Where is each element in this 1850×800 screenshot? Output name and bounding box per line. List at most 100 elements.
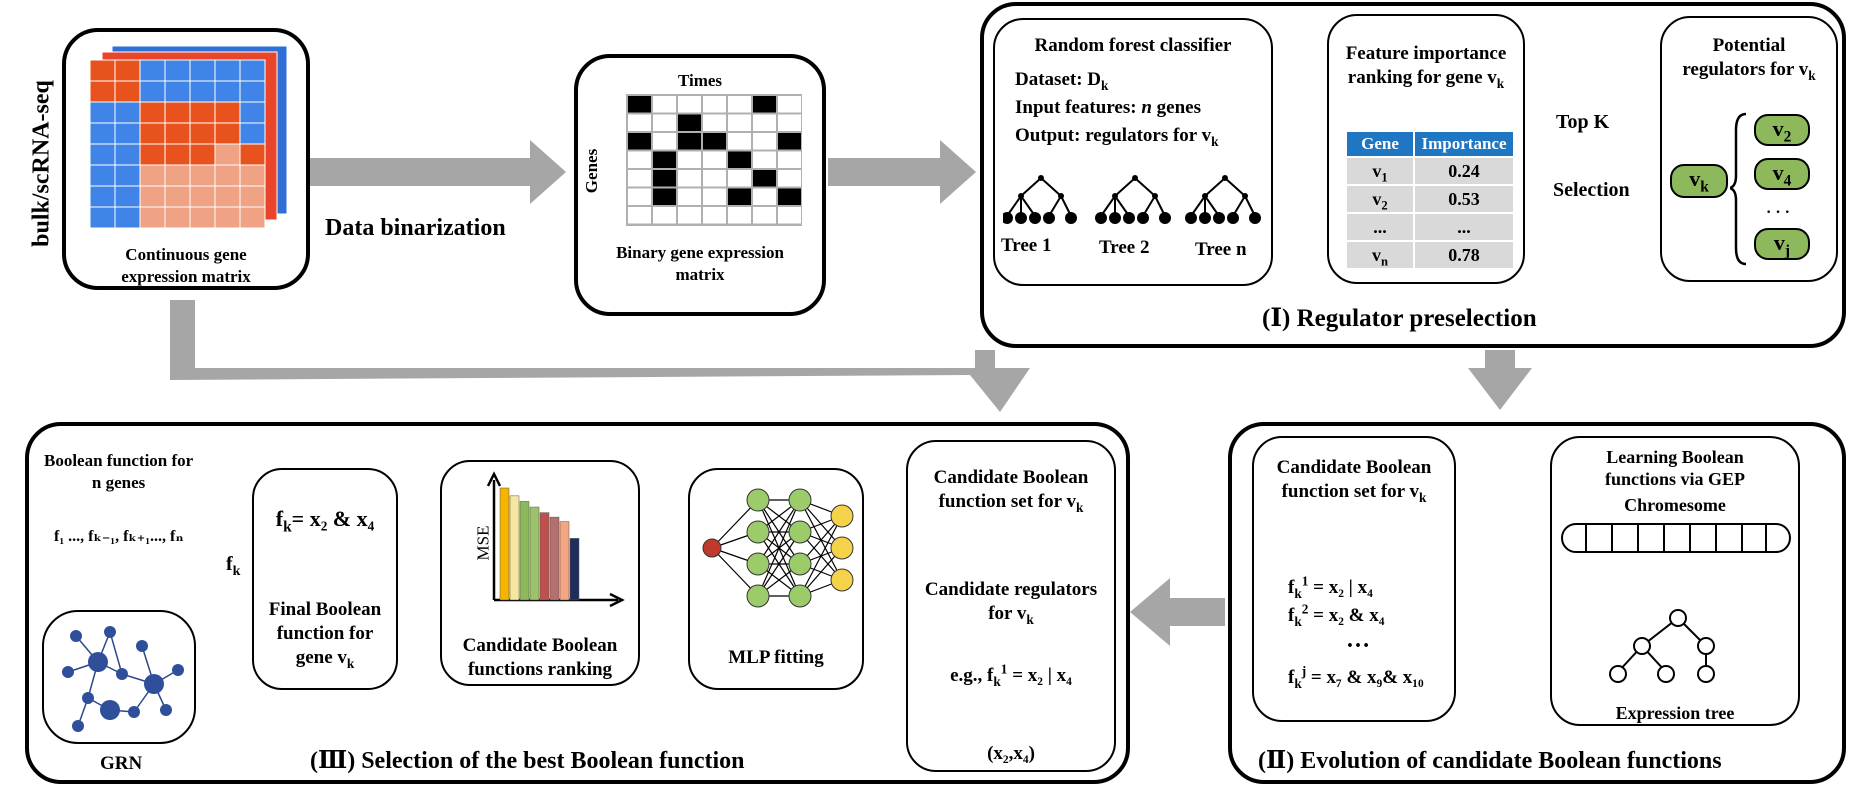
tree-node [1159,212,1171,224]
arrow-to-rf [828,140,976,204]
tree-edge [1114,177,1136,197]
tree-edge [1204,177,1226,197]
grn-box [42,610,196,744]
heatmap-cell [114,101,141,124]
heatmap-cell [114,59,141,82]
mlp-box: MLP fitting [688,468,864,690]
arrow-to-panel2 [1468,350,1532,410]
heatmap-cell [189,122,216,145]
binary-cell [701,205,728,226]
data-source-label: bulk/scRNA-seq [28,80,55,247]
heatmap-cell [214,164,241,187]
heatmap-cell [89,143,116,166]
mlp-edge [757,499,801,597]
rf-inputs: Input features: n genes [1015,97,1201,118]
tree-node [1242,193,1248,199]
mlp-edge [757,499,801,565]
binary-cell [676,186,703,207]
grn-network [62,626,184,732]
heatmap-cell [214,143,241,166]
tree-edge [1040,177,1062,197]
heatmap-cell [164,164,191,187]
heatmap-cell [214,185,241,208]
heatmap-cell [114,122,141,145]
mlp-neuron [830,568,854,592]
binary-cell [701,168,728,189]
potential-regulators-box: Potential regulators for vk vk v2 v4 · ·… [1660,16,1838,282]
mlp-edge [757,531,801,597]
tree-node [1043,212,1055,224]
heatmap-cell [139,101,166,124]
arrow-panel2-to-3 [1130,578,1225,646]
binary-cell [751,149,778,170]
heatmap-cell [214,80,241,103]
col-importance: Importance [1413,132,1513,156]
binary-cell [676,149,703,170]
mlp-neuron [830,536,854,560]
gene-function-list: f₁ ..., fₖ₋₁, fₖ₊₁..., fₙ [54,528,184,545]
grn-node [88,652,108,672]
tree-n-label: Tree n [1195,239,1247,260]
grn-node [82,692,94,704]
heatmap-cell [239,80,266,103]
final-caption: Final Boolean function for gene vk [268,599,382,671]
heatmap-cell [189,185,216,208]
grn-node [116,668,128,680]
tree-node [1137,212,1149,224]
tree-node [1095,212,1107,224]
p3-example: e.g., fk1 = x₂ | x₄ [950,661,1072,689]
mlp-neuron [788,584,812,608]
binary-cell [726,149,753,170]
decision-trees [1003,175,1261,224]
binary-cell [626,168,653,189]
regulator-brace [1730,112,1747,266]
binary-grid [626,94,802,226]
grn-node [72,720,84,732]
heatmap-cell [214,101,241,124]
heatmap-cell [214,122,241,145]
heatmap-cell [114,185,141,208]
mlp-neuron [746,552,770,576]
binary-cell [651,186,678,207]
tree-node [1202,193,1208,199]
rf-output: Output: regulators for vk [1015,125,1219,149]
heatmap-cell [139,164,166,187]
tree-node [1029,212,1041,224]
heatmap-cell [139,122,166,145]
p3-candidate-regs: Candidate regulators for vk [924,579,1098,627]
candidate-fj: fkj = x₇ & x₉& x₁₀ [1288,663,1424,691]
chromosome-label: Chromesome [1624,495,1726,515]
rf-dataset: Dataset: Dk [1015,69,1109,93]
heatmap-cell [164,80,191,103]
tree-node [1058,193,1064,199]
binary-cell [676,205,703,226]
binary-cell [651,168,678,189]
tree-edge [1224,177,1246,197]
bar [499,487,510,601]
heatmap-cell [164,122,191,145]
heatmap-cell [189,143,216,166]
heatmap-cell [89,101,116,124]
grn-node [128,706,140,718]
binary-cell [751,168,778,189]
heatmap-cell [114,164,141,187]
heatmap-cell [164,206,191,229]
heatmap-cell [89,122,116,145]
binary-cell [701,112,728,133]
node-vk: vk [1670,164,1728,198]
heatmap-cell [189,206,216,229]
heatmap-cell [239,185,266,208]
heatmap-cell [89,185,116,208]
heatmap-cell [189,80,216,103]
arrow-binarize [310,140,566,204]
selection-label: Selection [1553,179,1630,201]
rf-title: Random forest classifier [1034,35,1232,56]
tree-node [1185,212,1197,224]
heatmap-cell [239,206,266,229]
